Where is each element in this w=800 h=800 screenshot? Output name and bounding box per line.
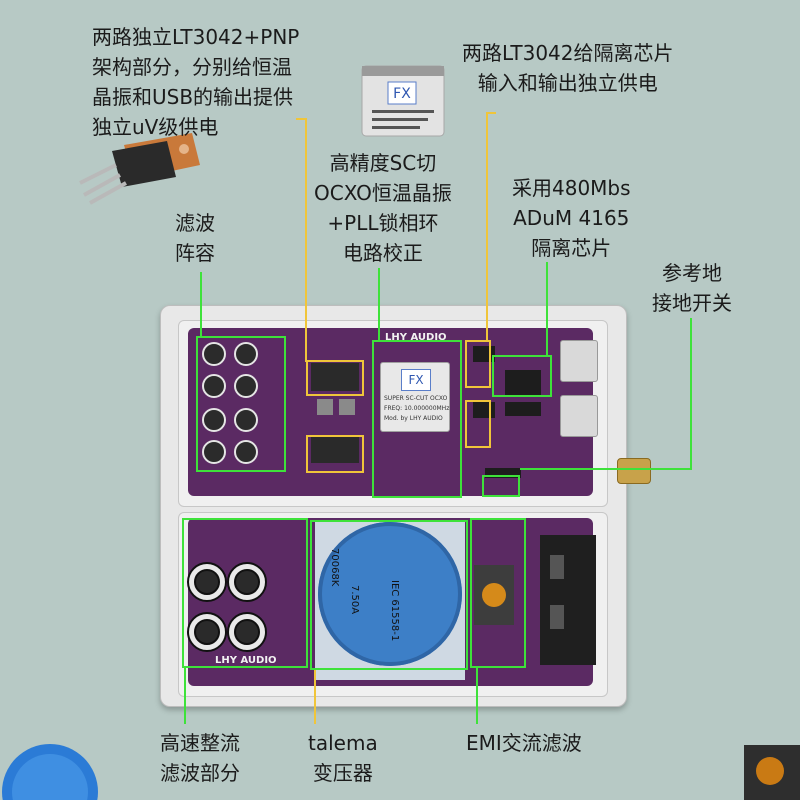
ocxo-line-3: Mod. by LHY AUDIO: [384, 415, 443, 422]
label-lt3042-pnp: 两路独立LT3042+PNP 架构部分，分别给恒温 晶振和USB的输出提供 独立…: [92, 22, 299, 142]
line-transformer: [314, 670, 316, 724]
box-ground-switch: [482, 475, 520, 497]
label-filter-caps-line2: 阵容: [175, 241, 215, 265]
line-filter-caps: [200, 272, 202, 338]
label-adum-line2: ADuM 4165: [513, 206, 630, 230]
label-lt3042-pnp-line4: 独立uV级供电: [92, 115, 219, 139]
label-ground-switch-line2: 接地开关: [652, 291, 732, 315]
regulator-group: [311, 363, 359, 463]
ocxo-logo: FX: [401, 369, 431, 391]
line-lt3042-pnp: [305, 118, 307, 362]
label-lt3042-iso: 两路LT3042给隔离芯片 输入和输出独立供电: [462, 38, 674, 98]
ocxo-line-2: FREQ: 10.000000MHz: [384, 405, 450, 412]
box-iso-reg-b: [465, 400, 491, 448]
box-filter-caps: [196, 336, 286, 472]
line-ocxo: [378, 268, 380, 342]
top-pcb-brand: LHY AUDIO: [385, 332, 447, 343]
usb-port-bottom: [560, 395, 598, 437]
label-adum: 采用480Mbs ADuM 4165 隔离芯片: [512, 173, 631, 263]
label-ocxo-line1: 高精度SC切: [329, 151, 437, 175]
box-iso-reg-a: [465, 340, 491, 388]
line-lt3042-pnp-tick: [296, 118, 307, 120]
box-ocxo-pll: [372, 340, 462, 498]
label-transformer-line1: talema: [308, 731, 378, 755]
line-emi: [476, 668, 478, 724]
corner-inductor-photo: [744, 745, 800, 800]
label-ocxo-line2: OCXO恒温晶振: [314, 181, 452, 205]
box-transformer: [310, 520, 468, 670]
box-adum: [492, 355, 552, 397]
label-rectifier-line1: 高速整流: [160, 731, 240, 755]
label-ocxo-line3: +PLL锁相环: [327, 211, 439, 235]
label-ocxo: 高精度SC切 OCXO恒温晶振 +PLL锁相环 电路校正: [314, 148, 452, 268]
filter-capacitors: [202, 342, 258, 464]
usb-port-top: [560, 340, 598, 382]
line-lt3042-iso: [486, 112, 488, 342]
label-lt3042-pnp-line3: 晶振和USB的输出提供: [92, 85, 294, 109]
ocxo-line-1: SUPER SC-CUT OCXO: [384, 395, 448, 402]
box-regulator-b: [306, 435, 364, 473]
line-adum: [546, 262, 548, 357]
label-emi: EMI交流滤波: [466, 728, 582, 758]
rectifier-capacitors: [187, 562, 267, 652]
label-lt3042-pnp-line1: 两路独立LT3042+PNP: [92, 25, 300, 49]
line-ground-v: [690, 318, 692, 470]
emi-filter: [474, 535, 596, 665]
ground-connector: [617, 458, 651, 484]
svg-text:FX: FX: [393, 86, 411, 102]
label-lt3042-pnp-line2: 架构部分，分别给恒温: [92, 55, 292, 79]
line-ground-h: [520, 468, 692, 470]
label-ground-switch: 参考地 接地开关: [652, 258, 732, 318]
ocxo-module-photo: FX: [361, 65, 445, 137]
isolation-chips: [473, 346, 541, 478]
box-rectifier: [182, 518, 308, 668]
label-adum-line3: 隔离芯片: [531, 236, 612, 260]
label-filter-caps-line1: 滤波: [175, 211, 215, 235]
label-rectifier-line2: 滤波部分: [160, 761, 240, 785]
box-emi: [470, 518, 526, 668]
label-transformer: talema 变压器: [308, 728, 378, 788]
label-lt3042-iso-line2: 输入和输出独立供电: [477, 71, 658, 95]
line-lt3042-iso-tick: [486, 112, 496, 114]
label-lt3042-iso-line1: 两路LT3042给隔离芯片: [462, 41, 674, 65]
transformer-core: [318, 522, 462, 666]
box-regulator-a: [306, 360, 364, 396]
label-rectifier: 高速整流 滤波部分: [160, 728, 240, 788]
label-ground-switch-line1: 参考地: [662, 261, 722, 285]
corner-transformer-photo: [2, 744, 98, 800]
label-adum-line1: 采用480Mbs: [512, 176, 631, 200]
ocxo-on-board: FX SUPER SC-CUT OCXO FREQ: 10.000000MHz …: [380, 362, 450, 432]
label-ocxo-line4: 电路校正: [342, 241, 423, 265]
line-rectifier: [184, 668, 186, 724]
regulator-chip-photo: [79, 133, 200, 205]
bottom-pcb-brand: LHY AUDIO: [215, 655, 277, 666]
label-filter-caps: 滤波 阵容: [175, 208, 215, 268]
label-emi-line1: EMI交流滤波: [466, 731, 582, 755]
label-transformer-line2: 变压器: [312, 761, 373, 785]
